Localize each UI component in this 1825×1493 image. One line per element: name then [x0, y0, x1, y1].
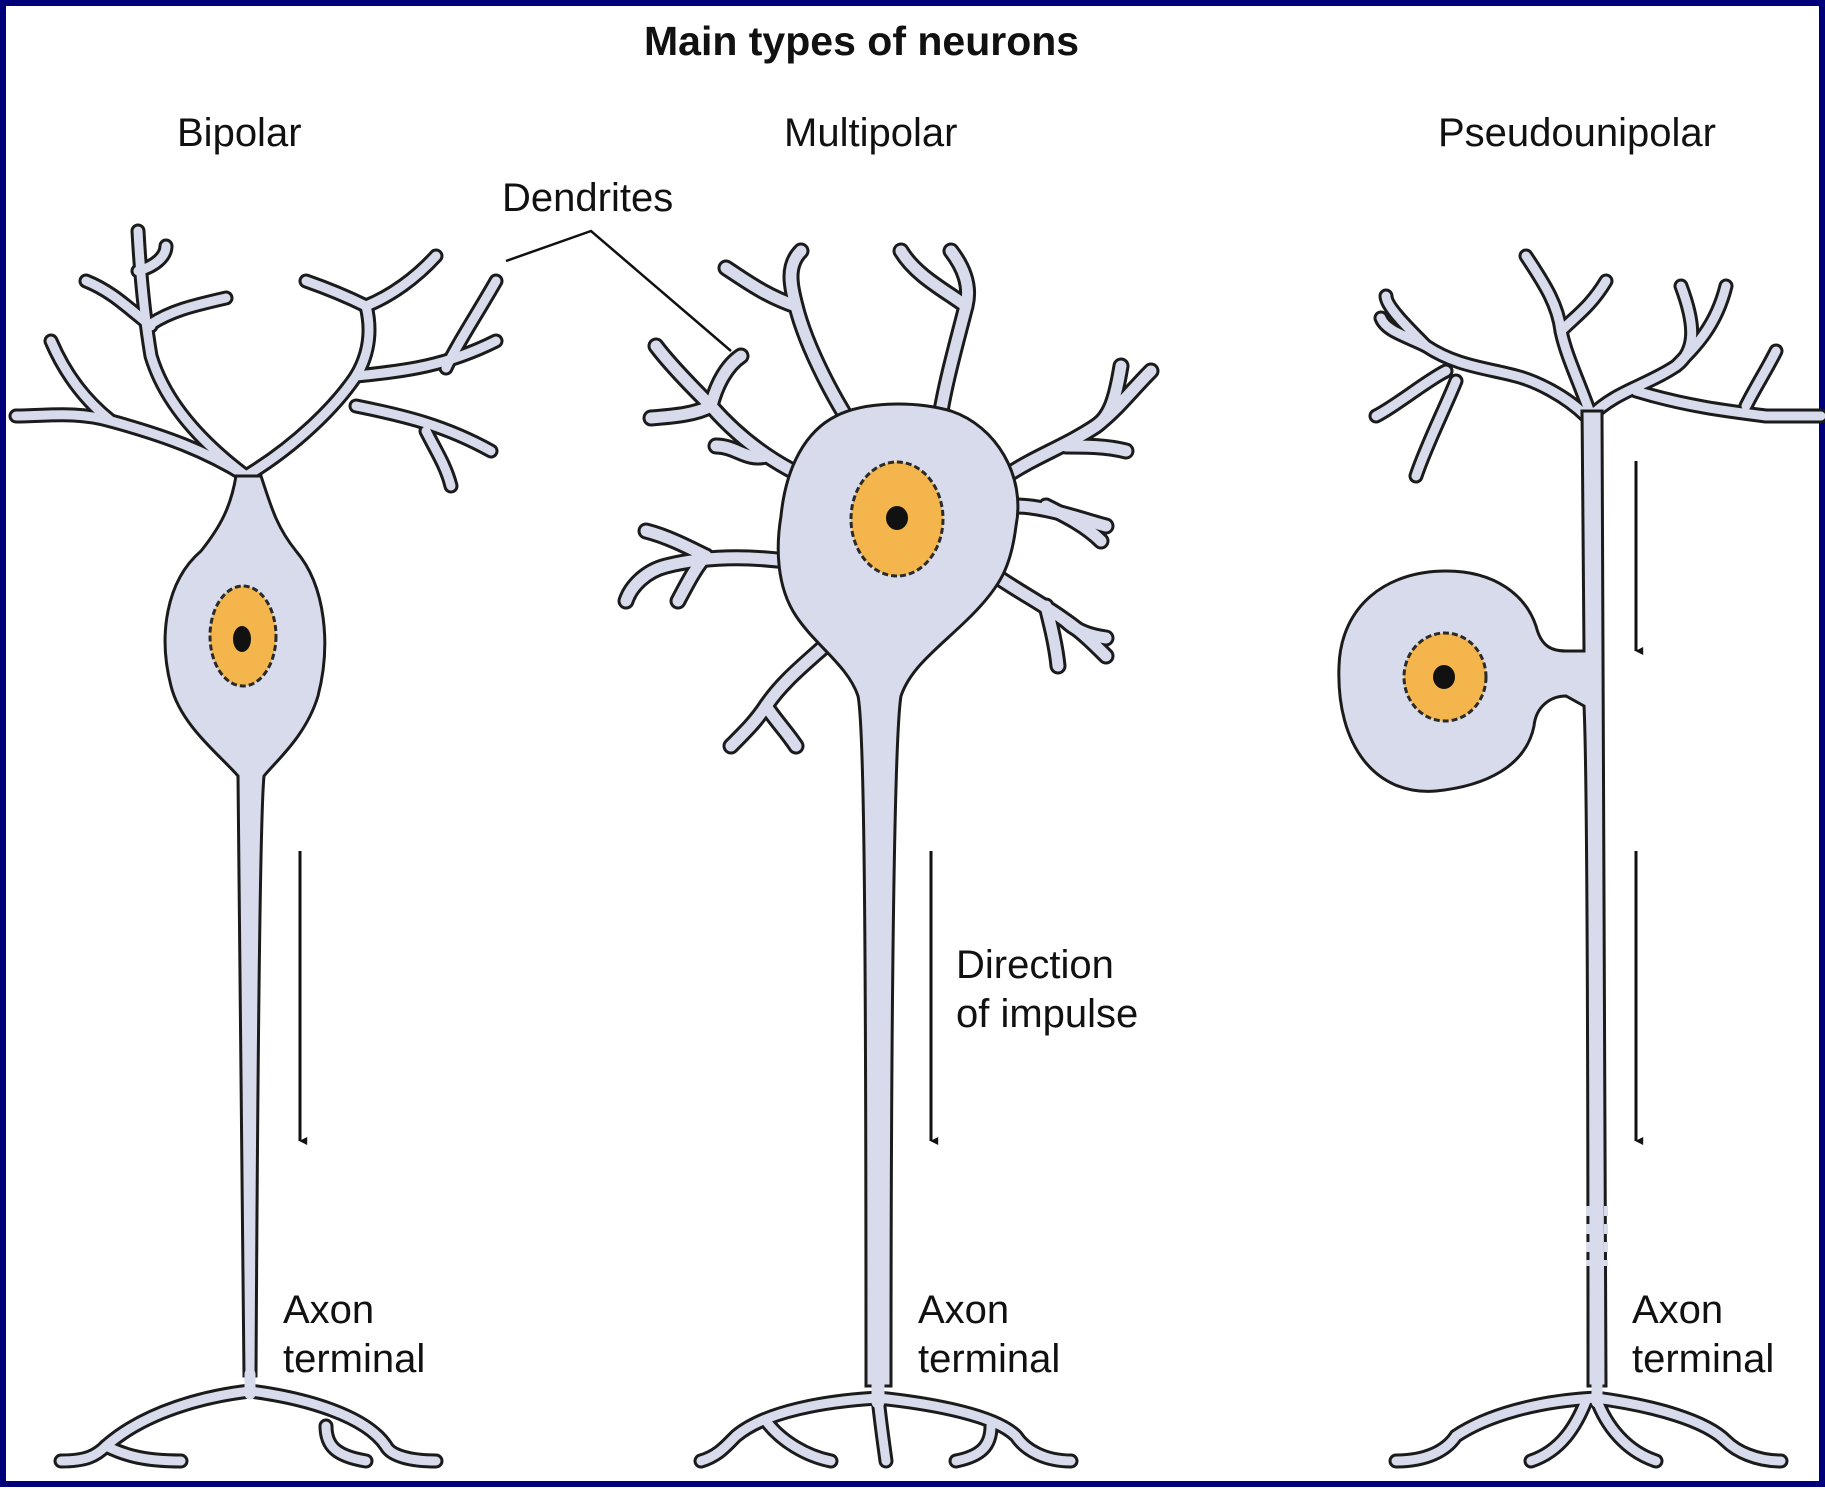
pseudounipolar-nucleolus	[1433, 665, 1455, 689]
diagram-title: Main types of neurons	[644, 18, 1080, 64]
multipolar-cell-body	[776, 402, 1020, 1388]
axon-label-line2: terminal	[283, 1336, 426, 1381]
multipolar-axon-terminal-label: Axon terminal	[918, 1286, 1060, 1384]
multipolar-nucleolus	[886, 506, 908, 530]
axon-label-line1: Axon	[1632, 1288, 1724, 1332]
pseudounipolar-label: Pseudounipolar	[1438, 111, 1716, 155]
bipolar-cell-body	[163, 474, 327, 1378]
direction-label-line1: Direction	[956, 943, 1114, 987]
pseudounipolar-cell-body	[1337, 409, 1608, 1388]
neuron-illustrations	[8, 223, 1825, 1469]
bipolar-nucleolus	[233, 626, 251, 652]
axon-label-line2: terminal	[1632, 1336, 1775, 1381]
pseudounipolar-dendrites	[1368, 248, 1825, 484]
pseudounipolar-axon-break	[1586, 1206, 1608, 1266]
bipolar-axon-terminal-label: Axon terminal	[283, 1286, 425, 1384]
multipolar-terminal	[693, 1375, 1079, 1469]
axon-label-line1: Axon	[918, 1288, 1010, 1332]
pseudounipolar-axon-terminal-label: Axon terminal	[1632, 1286, 1774, 1384]
dendrites-label: Dendrites	[502, 176, 674, 220]
pseudounipolar-neuron	[1337, 248, 1825, 1469]
bipolar-label: Bipolar	[177, 111, 302, 155]
axon-label-line1: Axon	[283, 1288, 375, 1332]
bipolar-dendrites	[8, 223, 504, 494]
multipolar-neuron	[617, 242, 1160, 1469]
axon-label-line2: terminal	[918, 1336, 1061, 1381]
dendrites-pointer-lines	[505, 229, 732, 352]
direction-label-line2: of impulse	[956, 991, 1139, 1036]
multipolar-label: Multipolar	[784, 111, 958, 155]
direction-label: Direction of impulse	[956, 941, 1138, 1039]
pseudounipolar-terminal	[1388, 1376, 1789, 1469]
bipolar-neuron	[8, 223, 504, 1469]
bipolar-terminal	[53, 1368, 444, 1469]
